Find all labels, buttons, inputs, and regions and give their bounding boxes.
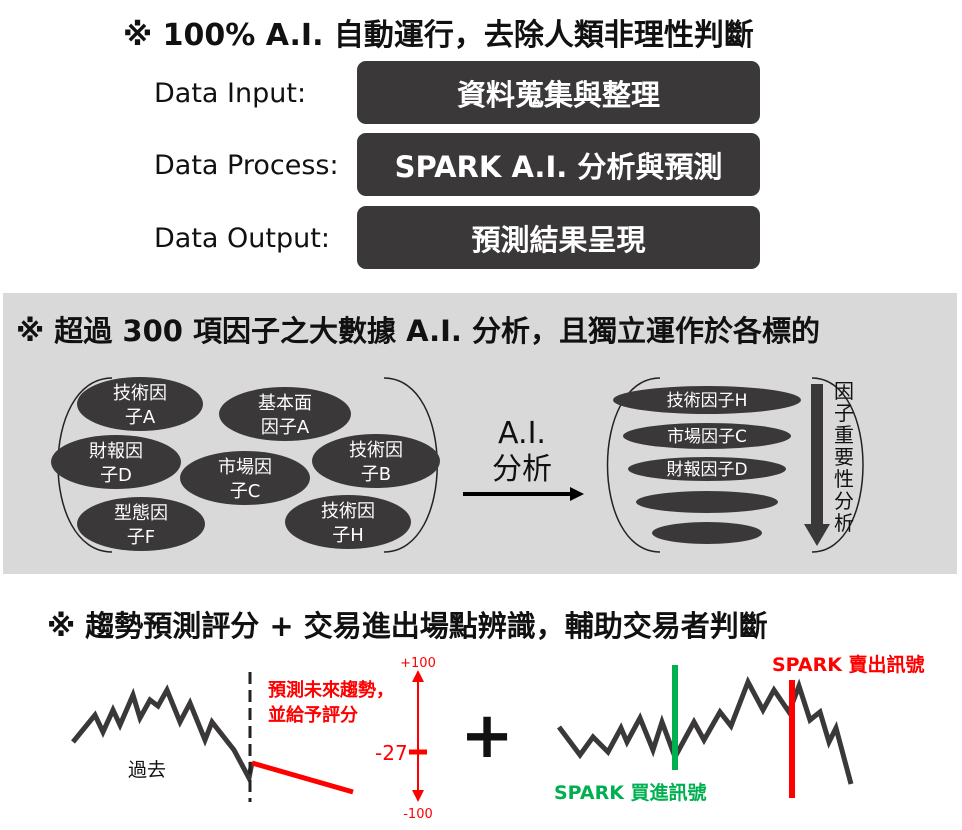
section3-title: ※ 趨勢預測評分 + 交易進出場點辨識，輔助交易者判斷 [47,609,768,643]
forecast-label-line1: 預測未來趨勢， [268,679,394,701]
factor-pattern-f-line2: 子F [127,527,155,548]
data-process-label: Data Process: [154,150,339,181]
right-bracket-close [811,377,864,553]
factor-fundamental-a-line2: 因子A [261,417,310,438]
factor-tech-h [285,495,411,549]
importance-char-2: 子 [834,401,854,425]
data-input-box: 資料蒐集與整理 [357,61,760,124]
forecast-trend-line [251,760,354,795]
ai-label-line2: 分析 [492,452,552,487]
ranked-factor-3 [628,457,786,481]
factor-tech-b [312,434,440,488]
ranked-factor-1 [613,386,801,414]
importance-arrow-shaft [811,384,823,526]
section2-title: ※ 超過 300 項因子之大數據 A.I. 分析，且獨立運作於各標的 [16,314,821,348]
data-process-box: SPARK A.I. 分析與預測 [357,133,760,196]
section1-title: ※ 100% A.I. 自動運行，去除人類非理性判斷 [123,18,754,53]
factor-fundamental-a-line1: 基本面 [258,393,312,414]
factor-tech-a [77,377,203,431]
factor-tech-b-line1: 技術因 [349,440,403,461]
ranked-factor-5 [652,522,762,544]
ai-label-line1: A.I. [498,416,546,451]
ranked-factor-1-label: 技術因子H [667,391,748,411]
forecast-label-line2: 並給予評分 [268,704,358,726]
importance-char-7: 析 [834,511,854,535]
data-input-label: Data Input: [154,78,307,109]
factor-fundamental-a [219,387,351,441]
factor-market-c-line1: 市場因 [218,457,272,478]
sell-signal-label: SPARK 賣出訊號 [772,653,925,676]
buy-signal-label: SPARK 買進訊號 [554,781,707,804]
factor-tech-a-line1: 技術因 [113,383,167,404]
factor-pattern-f-line1: 型態因 [114,503,168,524]
factor-market-c [180,451,310,505]
plus-sign: + [460,699,514,773]
score-scale-arrow-up [412,670,424,682]
factor-tech-h-line2: 子H [332,525,364,546]
past-label: 過去 [128,759,166,781]
data-output-box: 預測結果呈現 [357,206,760,269]
factor-financial-d [51,435,181,489]
score-value: -27 [375,741,408,765]
importance-char-3: 重 [834,423,854,447]
score-scale-min: -100 [403,807,433,822]
factor-tech-h-line1: 技術因 [321,501,375,522]
importance-arrow-head [804,524,830,546]
factor-pattern-f [77,497,205,551]
importance-char-6: 分 [834,489,854,513]
importance-char-5: 性 [834,467,854,491]
factor-financial-d-line2: 子D [100,465,132,486]
ranked-factor-2-label: 市場因子C [667,427,747,447]
factor-market-c-line2: 子C [230,481,261,502]
past-price-line [71,684,255,786]
ranked-factor-4 [636,491,778,513]
importance-char-1: 因 [834,379,854,403]
factor-tech-b-line2: 子B [361,464,391,485]
data-output-label: Data Output: [154,223,330,254]
ranked-factor-2 [623,423,791,449]
right-bracket-open [606,377,661,553]
signal-price-line [557,676,854,785]
importance-char-4: 要 [834,445,854,469]
score-scale-max: +100 [400,656,436,671]
factor-financial-d-line1: 財報因 [89,441,143,462]
factor-tech-a-line2: 子A [125,407,156,428]
ai-arrow-head [570,487,584,501]
ranked-factor-3-label: 財報因子D [666,460,747,480]
score-scale-arrow-down [412,790,424,802]
